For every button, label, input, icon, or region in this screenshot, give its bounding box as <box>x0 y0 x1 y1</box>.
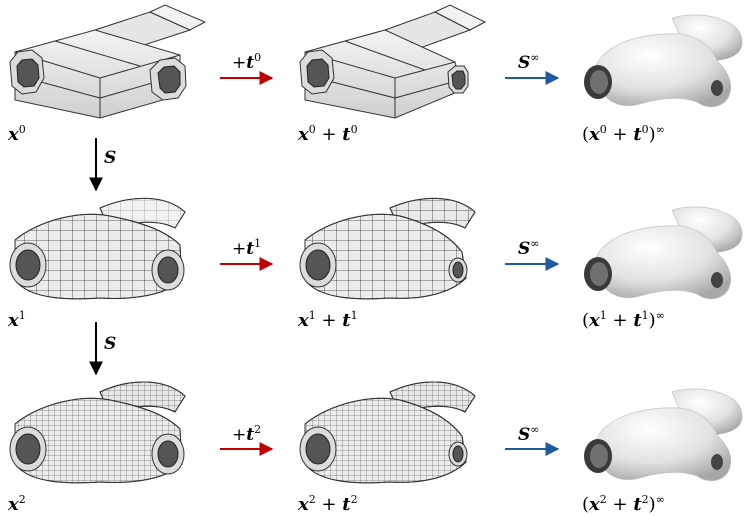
mesh-x2-plus-t2 <box>299 381 476 484</box>
label-x2: x2 <box>8 493 26 515</box>
mesh-x2 <box>9 381 186 484</box>
smooth-limit-0 <box>584 14 743 108</box>
mesh-x1-plus-t1 <box>299 197 476 300</box>
subdivision-label-1-2: S <box>104 334 117 354</box>
label-limit-1: (x1 + t1)∞ <box>582 309 665 331</box>
plus-t-label-row1: +t1 <box>232 237 262 259</box>
S-inf-label-row2: S∞ <box>518 423 540 445</box>
S-inf-label-row1: S∞ <box>518 237 540 259</box>
label-x1: x1 <box>8 309 26 331</box>
label-x0-plus-t0: x0 + t0 <box>298 123 358 145</box>
mesh-x0-plus-t0 <box>299 4 487 119</box>
S-inf-label-row0: S∞ <box>518 51 540 73</box>
label-x2-plus-t2: x2 + t2 <box>298 493 358 515</box>
label-x1-plus-t1: x1 + t1 <box>298 309 358 331</box>
subdivision-label-0-1: S <box>104 148 117 168</box>
smooth-limit-2 <box>584 388 743 482</box>
smooth-limit-1 <box>584 206 743 300</box>
plus-t-label-row2: +t2 <box>232 423 262 445</box>
plus-t-label-row0: +t0 <box>232 51 262 73</box>
mesh-x0 <box>9 4 207 119</box>
label-x0: x0 <box>8 123 26 145</box>
mesh-x1 <box>9 197 186 300</box>
label-limit-0: (x0 + t0)∞ <box>582 123 665 145</box>
label-limit-2: (x2 + t2)∞ <box>582 493 665 515</box>
